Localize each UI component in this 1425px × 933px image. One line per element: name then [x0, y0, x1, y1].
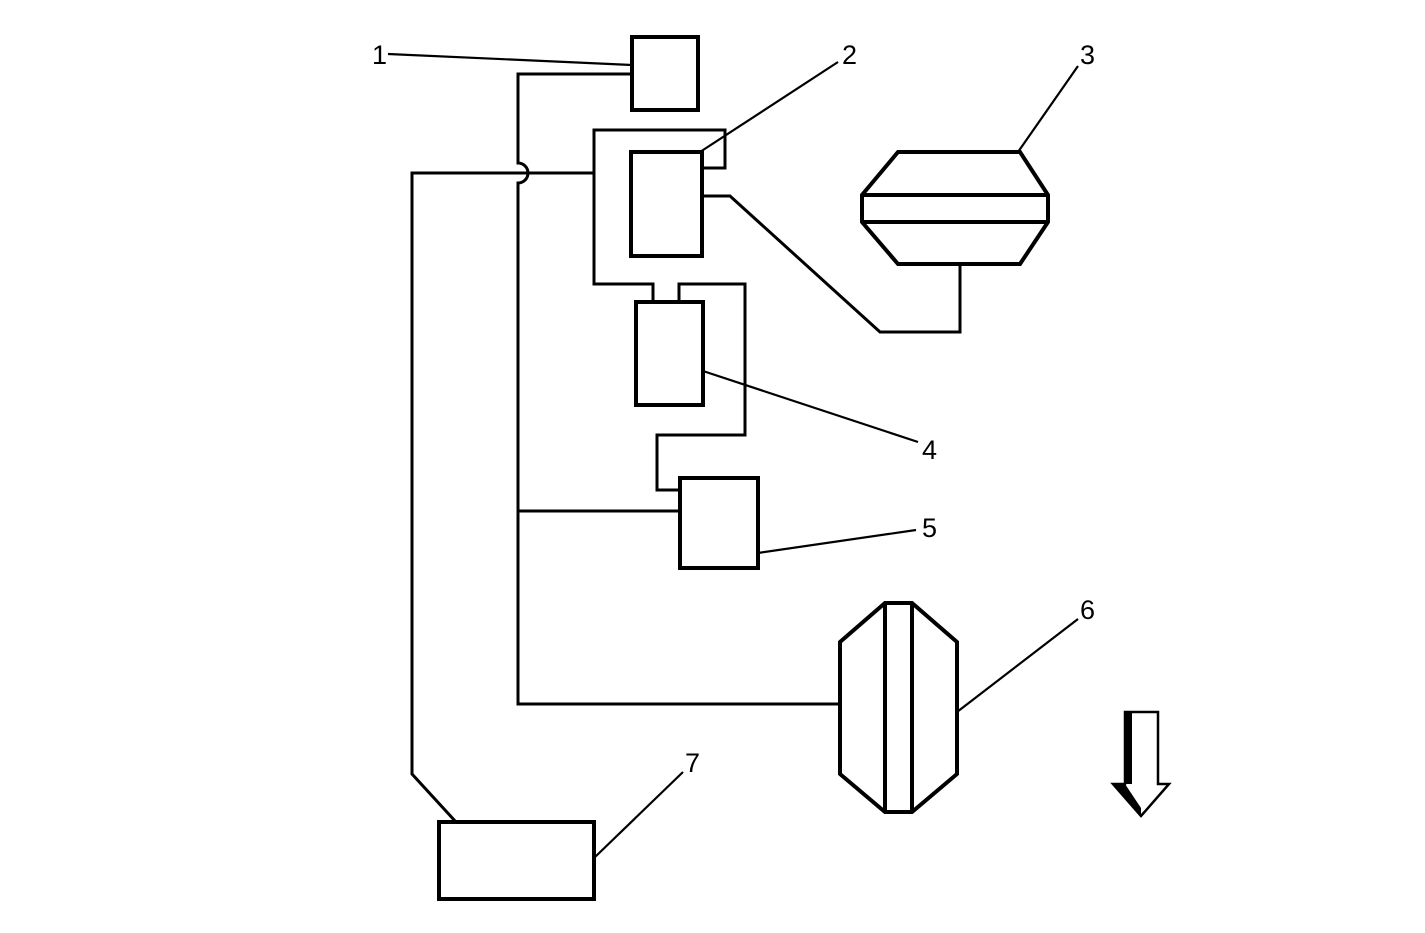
leader-3 [1017, 65, 1079, 153]
wire-2-to-4-left [592, 173, 655, 302]
leader-1 [387, 52, 633, 67]
component-6-unit [838, 601, 959, 814]
callout-6: 6 [1080, 595, 1095, 625]
leader-5 [757, 528, 917, 555]
component-7-box [437, 820, 596, 901]
wiring [410, 72, 962, 824]
callout-2: 2 [842, 40, 857, 70]
callout-3: 3 [1080, 40, 1095, 70]
component-2-box [629, 150, 704, 258]
callout-1: 1 [372, 40, 387, 70]
leader-2 [699, 61, 839, 153]
component-4-box [634, 300, 705, 407]
component-5-box [678, 476, 760, 570]
leader-7 [593, 771, 684, 859]
wire-4-to-5 [655, 282, 747, 492]
component-1-box [630, 35, 700, 112]
arrow-down-icon [1110, 710, 1172, 818]
component-3-unit [860, 150, 1050, 266]
wire-component-7-feed [410, 171, 594, 824]
leader-4 [702, 369, 919, 444]
leader-lines [387, 52, 1079, 859]
leader-6 [956, 618, 1079, 713]
callout-4: 4 [922, 435, 937, 465]
callout-7: 7 [685, 748, 700, 778]
callout-5: 5 [922, 513, 937, 543]
wire-loop-2-4 [592, 128, 727, 173]
wire-2-to-3 [702, 194, 962, 334]
